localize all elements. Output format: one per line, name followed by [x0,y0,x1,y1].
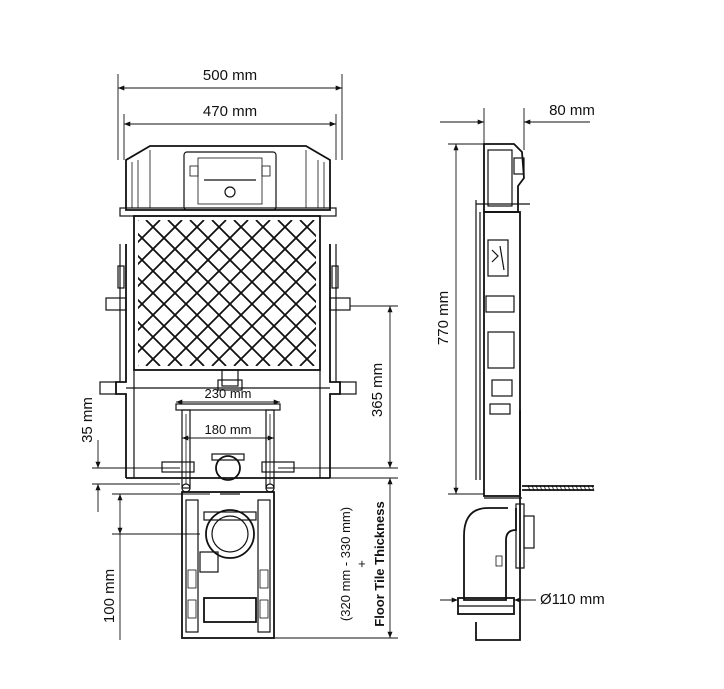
hatch-line [255,220,316,282]
dim-365: 365 mm [278,305,398,469]
hatch-line [138,220,271,354]
dim-height: 770 mm [435,291,452,345]
dim-500: 500 mm [117,67,343,160]
dim-inlet-spacing: 230 mm [205,386,252,401]
hatch-line [277,220,316,260]
hatch-line [138,220,183,266]
dim-470: 470 mm [123,103,337,160]
hatch-line [138,220,227,310]
hatch-line [344,220,490,366]
hatch-line [233,282,316,366]
hatch-line [211,260,316,366]
floor-range-text: (320 mm - 330 mm) [338,507,353,621]
front-view: 500 mm 470 mm 230 mm 180 mm 35 mm [79,67,578,640]
hatch-line [138,220,139,222]
hatch-line [299,220,316,238]
hatch-line [189,238,316,366]
dim-overall-width: 500 mm [203,67,257,84]
dim-pipe-diameter: Ø110 mm [540,591,605,608]
hatch-line [138,220,205,288]
hatch-line [388,220,534,366]
hatch-line [138,320,183,366]
lower-frame [181,491,275,639]
dim-inner-width: 470 mm [203,103,257,120]
dim-stud-spacing: 180 mm [205,422,252,437]
hatch-line [299,348,316,366]
hatch-line [167,220,315,366]
hatch-line [388,220,534,366]
dim-35: 35 mm [79,397,180,512]
hatch-line [432,220,578,366]
hatch-line [138,364,139,366]
cistern-housing [119,145,337,217]
hatch-line [410,220,556,366]
frame-structure [99,244,357,493]
floor-plus-text: + [354,560,369,568]
side-frame [475,143,595,499]
side-view: 80 mm 770 mm Ø110 mm [435,102,605,641]
dim-drain-offset: 100 mm [101,569,118,623]
dim-770: 770 mm [435,143,484,495]
hatch-line [277,326,316,366]
dim-180: 180 mm [182,422,274,441]
hatch-line [344,220,490,366]
hatch-line [145,220,293,366]
dim-bracket-height: 35 mm [79,397,96,443]
hatch-line [255,304,316,366]
dim-100: 100 mm [101,493,210,640]
floor-label-text: Floor Tile Thickness [372,501,387,626]
cistern-body-hatched [133,215,578,371]
dim-80: 80 mm [440,102,595,150]
hatch-line [410,220,556,366]
hatch-line [138,220,249,332]
side-drain-bend [457,498,535,641]
hatch-line [138,298,205,366]
dim-drain-height: 365 mm [369,363,386,417]
dim-depth: 80 mm [549,102,595,119]
dim-230: 230 mm [176,386,280,405]
dim-110: Ø110 mm [440,591,605,608]
hatch-line [432,220,578,366]
dim-floor: (320 mm - 330 mm) + Floor Tile Thickness [274,477,398,639]
